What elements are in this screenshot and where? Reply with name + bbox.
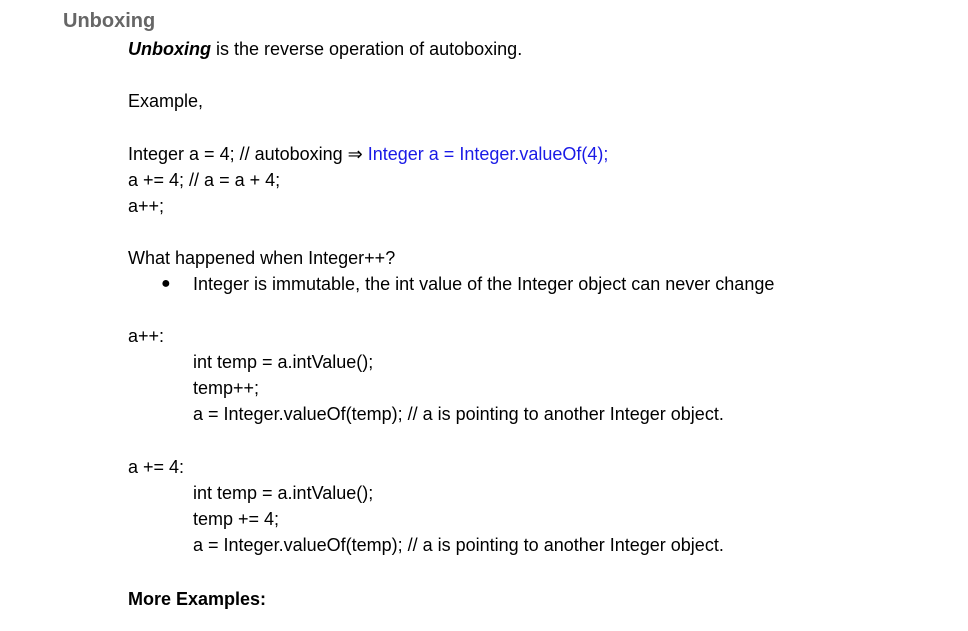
intro-text: is the reverse operation of autoboxing. <box>211 39 523 59</box>
code-line-add-assign: a += 4; // a = a + 4; <box>128 170 281 190</box>
add-code-line: temp += 4; <box>193 509 280 529</box>
increment-block-label: a++: <box>128 326 165 346</box>
code-line-autoboxing: Integer a = 4; // autoboxing ⇒ Integer a… <box>128 143 608 165</box>
add-code-line: a = Integer.valueOf(temp); // a is point… <box>193 535 724 555</box>
more-examples-heading: More Examples: <box>128 589 267 609</box>
bullet-item: Integer is immutable, the int value of t… <box>193 274 775 294</box>
code-line-increment: a++; <box>128 196 165 216</box>
bullet-marker: ● <box>161 275 171 292</box>
code-line-equivalent: Integer a = Integer.valueOf(4); <box>367 144 609 164</box>
section-heading: Unboxing <box>63 10 156 32</box>
example-label: Example, <box>128 91 204 111</box>
increment-code-line: a = Integer.valueOf(temp); // a is point… <box>193 404 724 424</box>
increment-code-line: temp++; <box>193 378 260 398</box>
code-line-plain: Integer a = 4; // autoboxing ⇒ <box>128 144 368 164</box>
intro-paragraph: Unboxing is the reverse operation of aut… <box>128 38 522 60</box>
intro-term: Unboxing <box>128 39 211 59</box>
increment-code-line: int temp = a.intValue(); <box>193 352 374 372</box>
question-text: What happened when Integer++? <box>128 248 396 268</box>
add-block-label: a += 4: <box>128 457 185 477</box>
add-code-line: int temp = a.intValue(); <box>193 483 374 503</box>
